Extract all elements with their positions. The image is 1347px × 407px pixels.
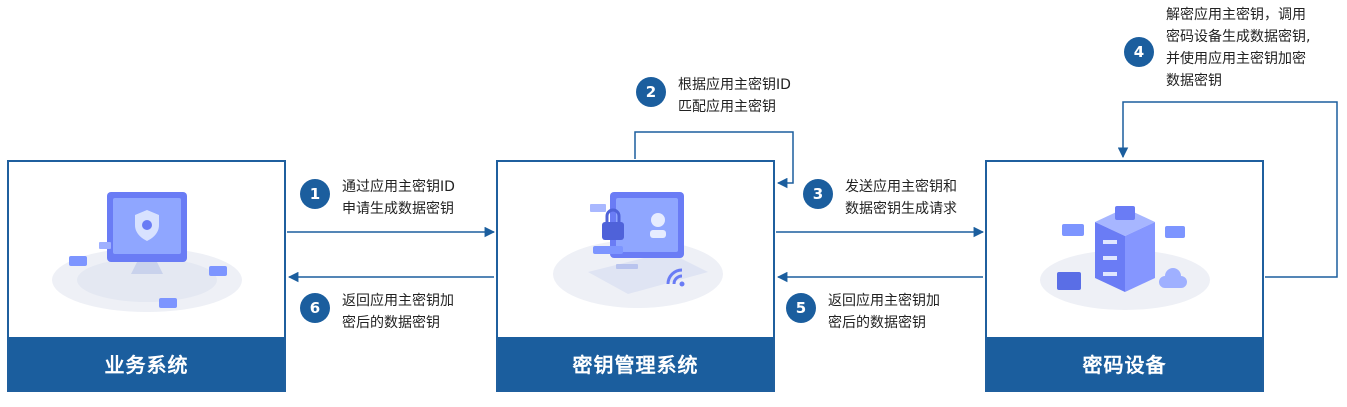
step-text: 通过应用主密钥ID 申请生成数据密钥 bbox=[342, 179, 455, 217]
monitor-illustration bbox=[9, 162, 284, 337]
step-text: 根据应用主密钥ID 匹配应用主密钥 bbox=[678, 77, 791, 115]
step-3: 3 发送应用主密钥和 数据密钥生成请求 bbox=[803, 176, 957, 220]
step-badge: 2 bbox=[636, 77, 666, 107]
crypto-device-box: 密码设备 bbox=[985, 160, 1264, 392]
step-text: 返回应用主密钥加 密后的数据密钥 bbox=[828, 293, 940, 331]
step-text: 返回应用主密钥加 密后的数据密钥 bbox=[342, 293, 454, 331]
step-1: 1 通过应用主密钥ID 申请生成数据密钥 bbox=[300, 176, 455, 220]
step-badge: 5 bbox=[786, 293, 816, 323]
step-badge: 3 bbox=[803, 179, 833, 209]
step-text: 解密应用主密钥，调用 密码设备生成数据密钥, 并使用应用主密钥加密 数据密钥 bbox=[1166, 7, 1311, 89]
arrow-step4 bbox=[1117, 101, 1338, 278]
arrow-step2 bbox=[634, 131, 794, 189]
kms-label: 密钥管理系统 bbox=[498, 337, 773, 390]
step-4: 4 解密应用主密钥，调用 密码设备生成数据密钥, 并使用应用主密钥加密 数据密钥 bbox=[1124, 4, 1310, 92]
crypto-device-label: 密码设备 bbox=[987, 337, 1262, 390]
step-text: 发送应用主密钥和 数据密钥生成请求 bbox=[845, 179, 957, 217]
server-illustration bbox=[987, 162, 1262, 337]
step-2: 2 根据应用主密钥ID 匹配应用主密钥 bbox=[636, 74, 791, 118]
step-6: 6 返回应用主密钥加 密后的数据密钥 bbox=[300, 290, 454, 334]
step-badge: 6 bbox=[300, 293, 330, 323]
kms-box: 密钥管理系统 bbox=[496, 160, 775, 392]
step-badge: 4 bbox=[1124, 37, 1154, 67]
step-badge: 1 bbox=[300, 179, 330, 209]
business-system-box: 业务系统 bbox=[7, 160, 286, 392]
step-5: 5 返回应用主密钥加 密后的数据密钥 bbox=[786, 290, 940, 334]
business-system-label: 业务系统 bbox=[9, 337, 284, 390]
laptop-illustration bbox=[498, 162, 773, 337]
